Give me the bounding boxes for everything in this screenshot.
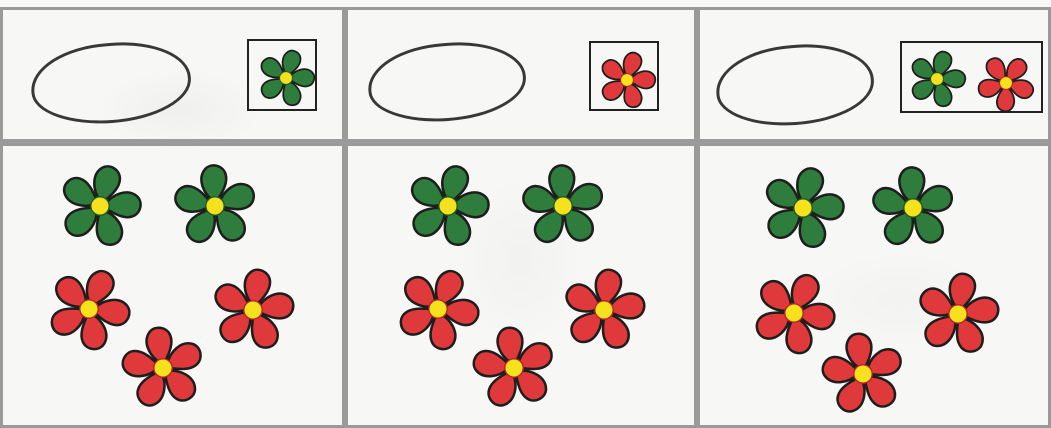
key-flower-green-1[interactable]: [905, 47, 969, 111]
worksheet-grid: [0, 7, 1051, 428]
answer-cell-2: [345, 7, 697, 143]
key-flower-green-1[interactable]: [254, 46, 318, 110]
group-flower-green-2[interactable]: [169, 160, 261, 252]
key-flower-red-2[interactable]: [974, 51, 1038, 115]
answer-oval-2[interactable]: [365, 38, 528, 127]
flower-group-1: [0, 143, 345, 428]
group-flower-red-4[interactable]: [207, 264, 299, 356]
group-flower-green-1[interactable]: [402, 160, 494, 252]
answer-oval-1[interactable]: [28, 38, 193, 129]
answer-cell-1: [0, 7, 345, 143]
group-flower-red-5[interactable]: [817, 328, 909, 420]
group-flower-green-1[interactable]: [757, 162, 849, 254]
group-flower-red-5[interactable]: [468, 322, 560, 414]
answer-oval-3[interactable]: [713, 40, 876, 131]
flower-group-2: [345, 143, 697, 428]
group-flower-red-4[interactable]: [558, 264, 650, 356]
answer-cell-3: [697, 7, 1051, 143]
group-flower-red-5[interactable]: [117, 322, 209, 414]
group-flower-green-2[interactable]: [867, 162, 959, 254]
group-flower-green-1[interactable]: [54, 160, 146, 252]
group-flower-red-4[interactable]: [912, 268, 1004, 360]
flower-group-3: [697, 143, 1051, 428]
group-flower-green-2[interactable]: [517, 160, 609, 252]
key-flower-red-1[interactable]: [595, 48, 659, 112]
